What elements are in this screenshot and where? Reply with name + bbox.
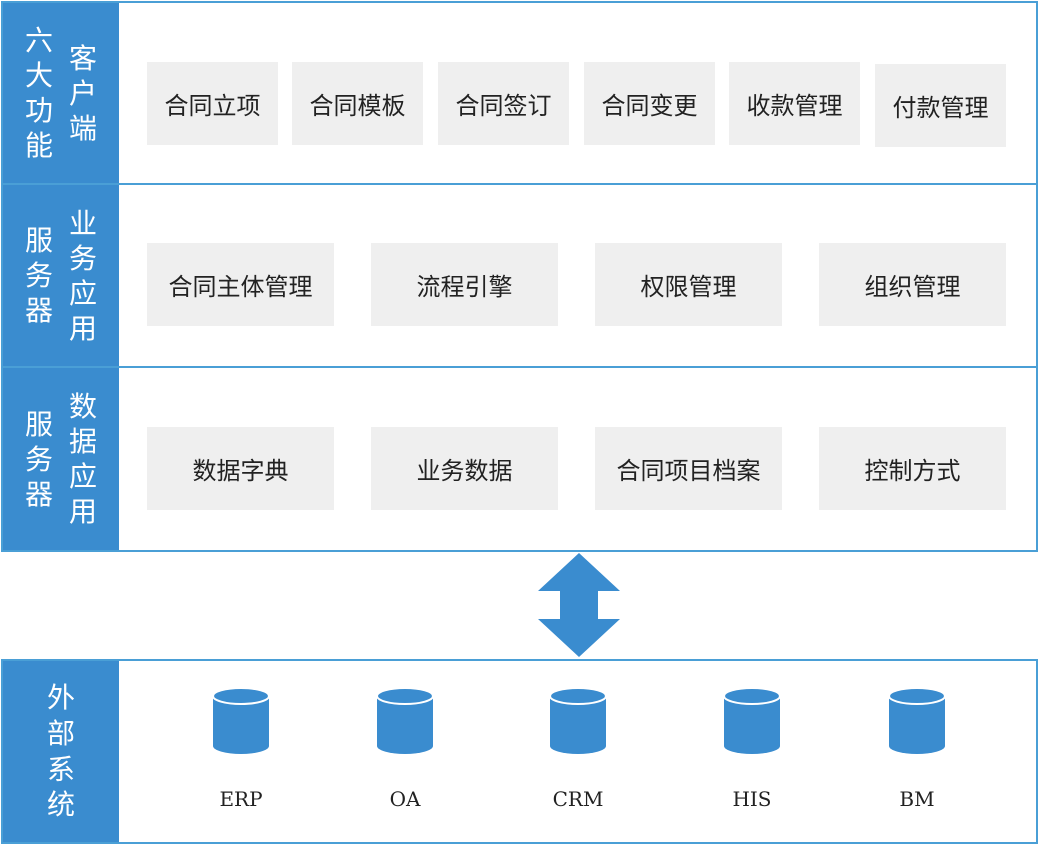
label-char: 数 [69,390,98,423]
label-char: 户 [69,76,98,110]
label-char: 外 [46,680,75,714]
label-char: 用 [69,495,98,528]
database-icon [723,687,781,754]
double-vertical-arrow-icon [538,553,620,657]
label-char: 用 [69,311,98,345]
label-char: 能 [24,129,53,162]
module-box: 数据字典 [147,427,334,510]
business-server-layer: 服 务 器 业 务 应 用 合同主体管理 流程引擎 权限管理 组织管理 [1,183,1038,368]
label-char: 功 [24,94,53,127]
label-char: 务 [69,241,98,275]
module-box: 付款管理 [875,64,1006,147]
data-label-left: 服 务 器 [25,407,53,512]
label-char: 服 [24,407,53,441]
database-icon [549,687,607,754]
system-label-crm: CRM [552,787,604,811]
business-server-label: 服 务 器 业 务 应 用 [3,185,119,366]
database-icon [212,687,270,754]
label-char: 器 [24,294,53,327]
module-box: 业务数据 [371,427,558,510]
client-layer-label: 六 大 功 能 客 户 端 [3,3,119,183]
module-box: 权限管理 [595,243,782,326]
external-label-column: 外 部 系 统 [47,680,75,823]
client-layer: 六 大 功 能 客 户 端 合同立项 合同模板 合同签订 合同变更 收款管理 付… [1,1,1038,185]
business-label-left: 服 务 器 [25,223,53,328]
external-systems-label: 外 部 系 统 [3,661,119,842]
label-char: 务 [24,259,53,292]
module-box: 合同签订 [438,62,569,145]
data-label-right: 数 据 应 用 [69,389,97,529]
module-box: 控制方式 [819,427,1006,510]
external-systems-layer: 外 部 系 统 ERP OA CRM HIS BM [1,659,1038,844]
data-server-label: 服 务 器 数 据 应 用 [3,368,119,550]
label-char: 大 [24,59,53,92]
label-char: 据 [69,425,98,458]
label-char: 器 [24,477,53,511]
module-box: 收款管理 [729,62,860,145]
label-char: 务 [24,442,53,476]
label-char: 服 [24,224,53,257]
system-label-erp: ERP [219,787,263,811]
client-label-right: 客 户 端 [69,41,97,146]
database-icon [888,687,946,754]
label-char: 六 [24,24,53,57]
label-char: 部 [46,716,75,750]
label-char: 应 [69,460,98,493]
module-box: 流程引擎 [371,243,558,326]
label-char: 统 [46,788,75,822]
system-label-his: HIS [732,787,772,811]
system-label-oa: OA [389,787,421,811]
label-char: 端 [69,111,98,145]
label-char: 系 [46,752,75,786]
module-box: 合同立项 [147,62,278,145]
module-box: 合同主体管理 [147,243,334,326]
module-box: 合同变更 [584,62,715,145]
label-char: 客 [69,41,98,75]
database-icon [376,687,434,754]
label-char: 应 [69,276,98,310]
client-label-left: 六 大 功 能 [25,23,53,163]
module-box: 合同项目档案 [595,427,782,510]
data-server-layer: 服 务 器 数 据 应 用 数据字典 业务数据 合同项目档案 控制方式 [1,366,1038,552]
module-box: 合同模板 [292,62,423,145]
label-char: 业 [69,206,98,240]
module-box: 组织管理 [819,243,1006,326]
business-label-right: 业 务 应 用 [69,206,97,346]
system-label-bm: BM [899,787,935,811]
